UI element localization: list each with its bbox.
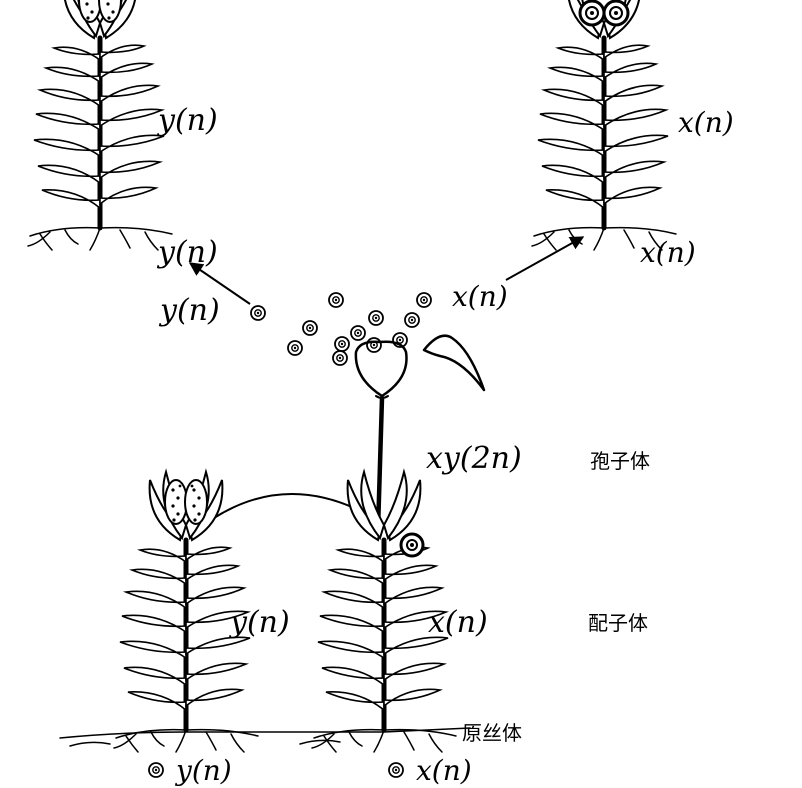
protonema-filaments — [59, 727, 471, 747]
label-protonema-name: 原丝体 — [462, 721, 522, 745]
spore-left — [250, 305, 266, 321]
arrow-to-top-left — [188, 262, 251, 305]
spore-base-right — [388, 762, 404, 778]
label-spore-right: x(n) — [452, 280, 508, 313]
spore-base-left — [148, 762, 164, 778]
seta-stalk — [375, 395, 385, 533]
plant-top-left — [27, 0, 173, 251]
label-plant-bottom-left: y(n) — [228, 605, 290, 640]
label-root-top-right: x(n) — [640, 236, 696, 269]
plant-top-right — [531, 0, 677, 251]
label-plant-bottom-right: x(n) — [428, 605, 488, 640]
spore-cloud — [287, 292, 432, 366]
plant-bottom-right — [311, 472, 457, 753]
label-plant-top-left: y(n) — [156, 103, 218, 138]
label-spore-left: y(n) — [158, 293, 220, 328]
arrow-to-top-right — [505, 236, 585, 281]
label-base-left: y(n) — [174, 754, 232, 787]
label-sporophyte-name: 孢子体 — [590, 449, 650, 473]
label-plant-top-right: x(n) — [678, 106, 734, 139]
label-root-top-left: y(n) — [156, 235, 218, 270]
label-base-right: x(n) — [416, 754, 472, 787]
label-sporophyte-formula: xy(2n) — [426, 441, 522, 476]
label-gametophyte-name: 配子体 — [588, 611, 648, 635]
